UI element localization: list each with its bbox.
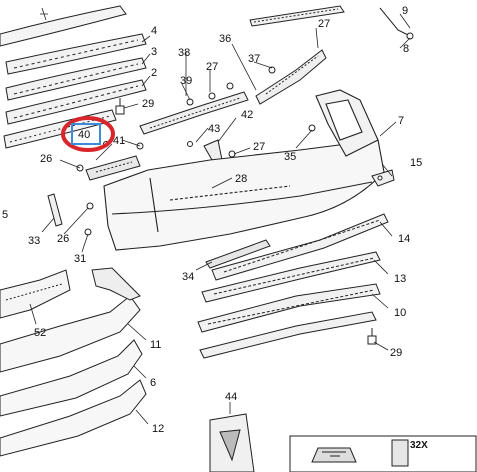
callout-31: 31: [74, 253, 86, 265]
bracket-40: [85, 155, 141, 181]
callout-14: 14: [398, 233, 410, 245]
moulding-13: [201, 251, 381, 303]
callout-3: 3: [151, 46, 157, 58]
callout-36: 36: [219, 33, 231, 45]
tool-icon: [311, 447, 357, 463]
fastener-39: [186, 82, 234, 106]
callout-29: 29: [142, 98, 154, 110]
callout-44: 44: [225, 391, 237, 403]
callout-35: 35: [284, 151, 296, 163]
moulding-lower: [199, 311, 377, 359]
callout-38: 38: [178, 47, 190, 59]
callout-4: 4: [151, 25, 157, 37]
fastener-37: [268, 66, 276, 74]
highlight-ring: [61, 116, 115, 152]
trim-strip-3: [5, 57, 147, 101]
callout-52: 52: [34, 327, 46, 339]
callout-8: 8: [403, 43, 409, 55]
callout-28: 28: [235, 173, 247, 185]
callout-6: 6: [150, 377, 156, 389]
bolt-29-lower: [367, 328, 377, 345]
strip-34: [205, 239, 271, 269]
panel-12: [0, 379, 147, 457]
callout-26: 26: [40, 153, 52, 165]
callout-10: 10: [394, 307, 406, 319]
bracket-33: [47, 193, 63, 227]
clip-43: [187, 141, 236, 158]
callout-26: 26: [57, 233, 69, 245]
bracket-36: [255, 49, 327, 105]
emblem-44: [209, 413, 255, 472]
callout-27: 27: [206, 61, 218, 73]
leader-lines: [29, 13, 411, 425]
bracket-38: [139, 91, 249, 135]
callout-39: 39: [180, 75, 192, 87]
info-box: 32X: [289, 435, 477, 472]
info-box-count: 32X: [410, 440, 428, 451]
callout-9: 9: [402, 5, 408, 17]
callout-37: 37: [248, 53, 260, 65]
panel-6: [0, 339, 143, 417]
callout-2: 2: [151, 67, 157, 79]
callout-12: 12: [152, 423, 164, 435]
callout-29: 29: [390, 347, 402, 359]
callout-40: 40: [78, 129, 90, 141]
top-rail-strip: [249, 5, 345, 27]
callout-13: 13: [394, 273, 406, 285]
trim-strip-2: [5, 79, 147, 125]
callout-27: 27: [318, 18, 330, 30]
moulding-14: [211, 213, 389, 281]
panel-11: [0, 267, 141, 373]
upper-trim-panel: [0, 5, 127, 47]
callout-27: 27: [253, 141, 265, 153]
fastener-35: [308, 124, 316, 132]
moulding-10: [197, 283, 381, 333]
callout-43: 43: [208, 123, 220, 135]
callout-7: 7: [398, 115, 404, 127]
callout-42: 42: [241, 109, 253, 121]
callout-labels: 9 8 27 4 3 38 36 37 2 27 39 29 42 43 40 …: [2, 5, 422, 435]
callout-5: 5: [2, 209, 8, 221]
highlight-box: [71, 123, 101, 145]
callout-41: 41: [113, 135, 125, 147]
panel-52: [0, 269, 71, 319]
rear-bumper-cover: [103, 89, 385, 251]
corner-clip-9: [379, 7, 414, 40]
callout-15: 15: [410, 157, 422, 169]
clip-icon: [391, 439, 409, 467]
clip-15: [371, 169, 395, 187]
callout-34: 34: [182, 271, 194, 283]
callout-33: 33: [28, 235, 40, 247]
callout-11: 11: [150, 339, 161, 351]
trim-strip-4: [5, 33, 147, 75]
fastener-29-top: [115, 98, 125, 115]
